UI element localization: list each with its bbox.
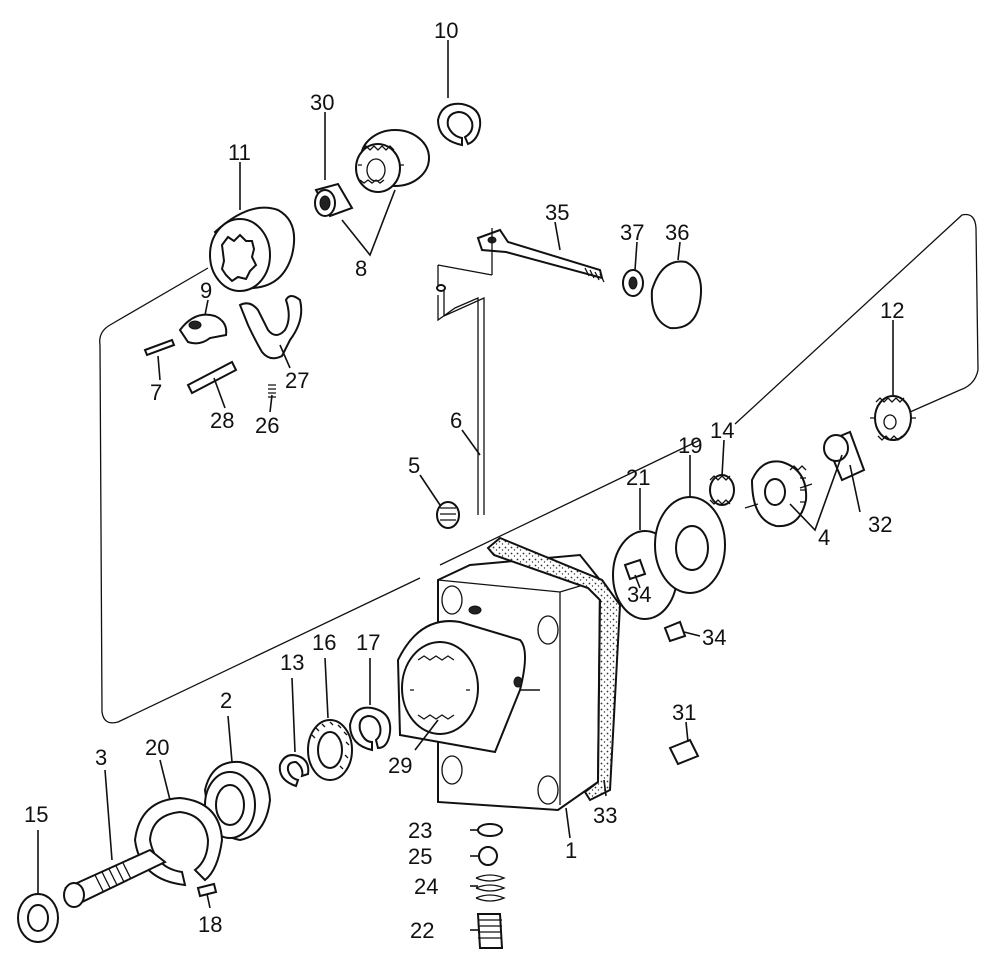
part-16-bearing bbox=[307, 719, 353, 781]
part-5-plug bbox=[436, 501, 460, 529]
label-35: 35 bbox=[545, 200, 569, 225]
label-20: 20 bbox=[145, 735, 169, 760]
part-22-plug bbox=[476, 913, 504, 949]
part-14-gear bbox=[709, 474, 735, 506]
label-9: 9 bbox=[200, 278, 212, 303]
part-30-bushing bbox=[314, 182, 354, 218]
label-34-lower: 34 bbox=[702, 625, 726, 650]
label-24: 24 bbox=[414, 874, 438, 899]
label-5: 5 bbox=[408, 453, 420, 478]
label-27: 27 bbox=[285, 368, 309, 393]
label-32: 32 bbox=[868, 512, 892, 537]
label-15: 15 bbox=[24, 802, 48, 827]
part-9-selector bbox=[178, 313, 228, 345]
part-2-seal bbox=[203, 760, 272, 842]
label-19: 19 bbox=[678, 433, 702, 458]
label-25: 25 bbox=[408, 844, 432, 869]
part-27-fork bbox=[238, 295, 303, 360]
label-8: 8 bbox=[355, 256, 367, 281]
part-8-gear bbox=[355, 129, 430, 193]
part-34-pin-upper bbox=[623, 558, 647, 581]
label-37: 37 bbox=[620, 220, 644, 245]
part-18-pin bbox=[196, 882, 218, 898]
part-12-gear bbox=[870, 395, 916, 441]
part-35-lever bbox=[476, 228, 605, 283]
assembly-outline bbox=[99, 213, 979, 724]
label-29: 29 bbox=[388, 753, 412, 778]
label-23: 23 bbox=[408, 818, 432, 843]
label-36: 36 bbox=[665, 220, 689, 245]
label-2: 2 bbox=[220, 688, 232, 713]
part-20-ring bbox=[133, 796, 224, 887]
label-34-upper: 34 bbox=[627, 582, 651, 607]
label-30: 30 bbox=[310, 90, 334, 115]
part-32-bushing bbox=[823, 430, 866, 482]
part-23-washer bbox=[477, 823, 503, 837]
part-36-knob bbox=[650, 260, 702, 330]
label-1: 1 bbox=[565, 838, 577, 863]
label-33: 33 bbox=[593, 803, 617, 828]
label-18: 18 bbox=[198, 912, 222, 937]
part-25-ball bbox=[478, 846, 498, 866]
part-28-rod bbox=[186, 360, 238, 395]
part-33-gasket bbox=[486, 536, 622, 802]
label-12: 12 bbox=[880, 298, 904, 323]
label-16: 16 bbox=[312, 630, 336, 655]
part-11-coupling bbox=[209, 206, 296, 292]
part-3-shaft bbox=[63, 848, 167, 908]
part-37-nut bbox=[622, 269, 644, 297]
part-7-pin bbox=[143, 338, 176, 357]
label-13: 13 bbox=[280, 650, 304, 675]
label-7: 7 bbox=[150, 380, 162, 405]
part-labels: 10 30 11 8 35 37 36 9 7 28 27 26 12 6 5 … bbox=[24, 18, 904, 943]
part-24-spring bbox=[475, 874, 506, 902]
label-26: 26 bbox=[255, 413, 279, 438]
part-15-seal bbox=[17, 893, 59, 943]
part-13-snap-ring bbox=[278, 754, 310, 788]
part-1-housing bbox=[396, 553, 602, 812]
label-11: 11 bbox=[228, 140, 251, 165]
part-19-disc bbox=[654, 496, 726, 594]
part-34-pin-lower bbox=[663, 620, 687, 643]
label-6: 6 bbox=[450, 408, 462, 433]
label-4: 4 bbox=[818, 525, 830, 550]
label-17: 17 bbox=[356, 630, 380, 655]
part-4-carrier bbox=[744, 460, 813, 528]
label-10: 10 bbox=[434, 18, 458, 43]
leader-lines bbox=[37, 40, 894, 931]
label-31: 31 bbox=[672, 700, 696, 725]
part-6-rod bbox=[436, 228, 493, 515]
label-22: 22 bbox=[410, 918, 434, 943]
part-26-spring bbox=[268, 384, 276, 398]
part-31-plug bbox=[668, 738, 700, 766]
part-17-snap-ring bbox=[348, 706, 392, 752]
label-21: 21 bbox=[626, 465, 650, 490]
label-3: 3 bbox=[95, 745, 107, 770]
label-14: 14 bbox=[710, 418, 734, 443]
label-28: 28 bbox=[210, 408, 234, 433]
part-10-snap-ring bbox=[436, 102, 482, 147]
